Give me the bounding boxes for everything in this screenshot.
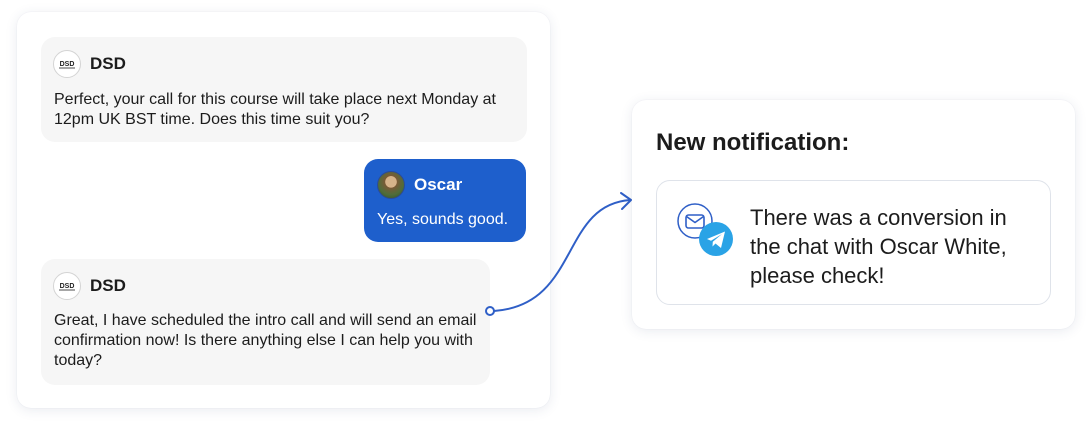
bot-message-1: DSD DSD Perfect, your call for this cour… (41, 37, 527, 142)
sender-row: DSD DSD (53, 272, 126, 300)
sender-name: DSD (90, 276, 126, 295)
dsd-logo-icon: DSD (53, 50, 81, 78)
message-text: Perfect, your call for this course will … (54, 91, 496, 128)
sender-row: Oscar (377, 171, 462, 199)
sender-name: Oscar (414, 175, 463, 194)
notification-item[interactable]: There was a conversion in the chat with … (656, 180, 1051, 305)
sender-name: DSD (90, 54, 126, 73)
telegram-icon (699, 222, 733, 256)
dsd-logo-icon: DSD (53, 272, 81, 300)
chat-panel: DSD DSD Perfect, your call for this cour… (17, 12, 550, 408)
notification-panel: New notification: There was a conversion… (632, 100, 1075, 329)
message-text: Yes, sounds good. (377, 211, 509, 228)
sender-row: DSD DSD (53, 50, 126, 78)
notification-icons (676, 203, 736, 263)
message-text: Great, I have scheduled the intro call a… (54, 312, 477, 369)
svg-text:DSD: DSD (60, 61, 75, 68)
notification-title: New notification: (656, 129, 850, 156)
svg-text:DSD: DSD (60, 283, 75, 290)
bot-message-2: DSD DSD Great, I have scheduled the intr… (41, 259, 490, 385)
avatar (377, 171, 405, 199)
notification-message: There was a conversion in the chat with … (750, 205, 1007, 288)
user-message: Oscar Yes, sounds good. (364, 159, 526, 242)
connector-arrowhead-icon (620, 192, 632, 210)
